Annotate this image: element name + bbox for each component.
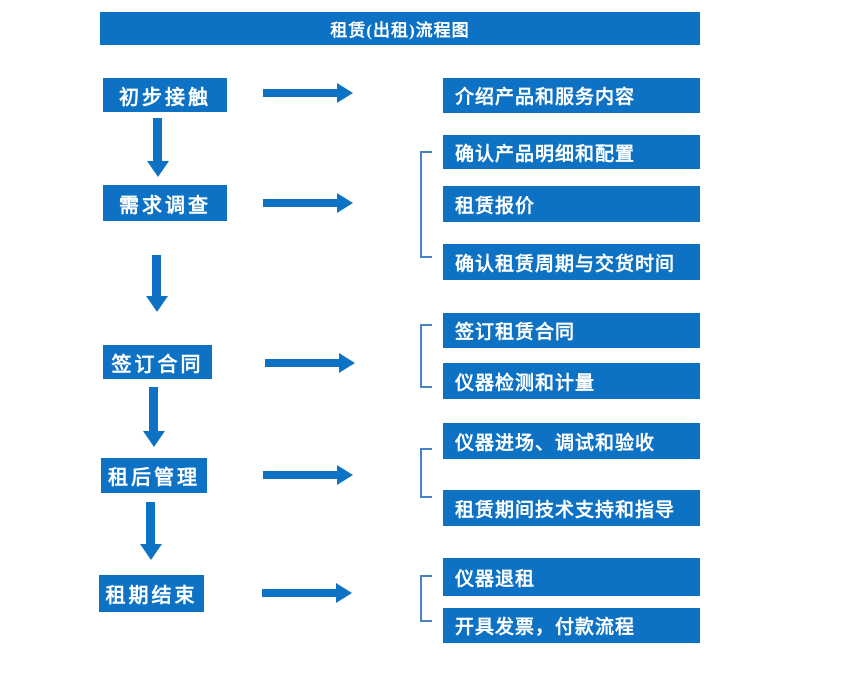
- detail-box-instrument-return: 仪器退租: [443, 558, 700, 596]
- down-arrow-icon-4: [146, 502, 155, 544]
- down-arrow-icon-1: [153, 118, 162, 161]
- down-arrow-icon-3: [149, 387, 158, 431]
- bracket-group-5: [420, 575, 432, 622]
- right-arrow-icon-2: [263, 199, 337, 207]
- title-bar: 租赁(出租)流程图: [100, 12, 700, 45]
- stage-box-rental-end: 租期结束: [99, 575, 204, 612]
- right-arrow-icon-4: [263, 471, 337, 479]
- right-arrow-icon-3: [265, 359, 339, 367]
- detail-box-instrument-setup-acceptance: 仪器进场、调试和验收: [443, 423, 700, 459]
- detail-box-technical-support: 租赁期间技术支持和指导: [443, 490, 700, 526]
- detail-box-rental-quotation: 租赁报价: [443, 186, 700, 222]
- bracket-group-2: [420, 151, 432, 258]
- detail-box-confirm-period-delivery: 确认租赁周期与交货时间: [443, 244, 700, 280]
- detail-box-instrument-inspection: 仪器检测和计量: [443, 363, 700, 399]
- right-arrow-icon-5: [262, 589, 336, 597]
- down-arrow-icon-2: [152, 255, 161, 296]
- stage-box-initial-contact: 初步接触: [103, 78, 227, 112]
- stage-box-demand-survey: 需求调查: [103, 185, 227, 221]
- detail-box-introduce-products: 介绍产品和服务内容: [443, 78, 700, 113]
- right-arrow-icon-1: [263, 89, 337, 97]
- bracket-group-3: [420, 324, 432, 388]
- page-title: 租赁(出租)流程图: [330, 21, 470, 40]
- detail-box-invoice-payment: 开具发票，付款流程: [443, 608, 700, 643]
- stage-box-sign-contract: 签订合同: [103, 345, 212, 379]
- detail-box-confirm-product-details: 确认产品明细和配置: [443, 135, 700, 169]
- stage-box-post-rental-management: 租后管理: [101, 458, 207, 493]
- bracket-group-4: [420, 448, 432, 498]
- detail-box-sign-rental-contract: 签订租赁合同: [443, 313, 700, 348]
